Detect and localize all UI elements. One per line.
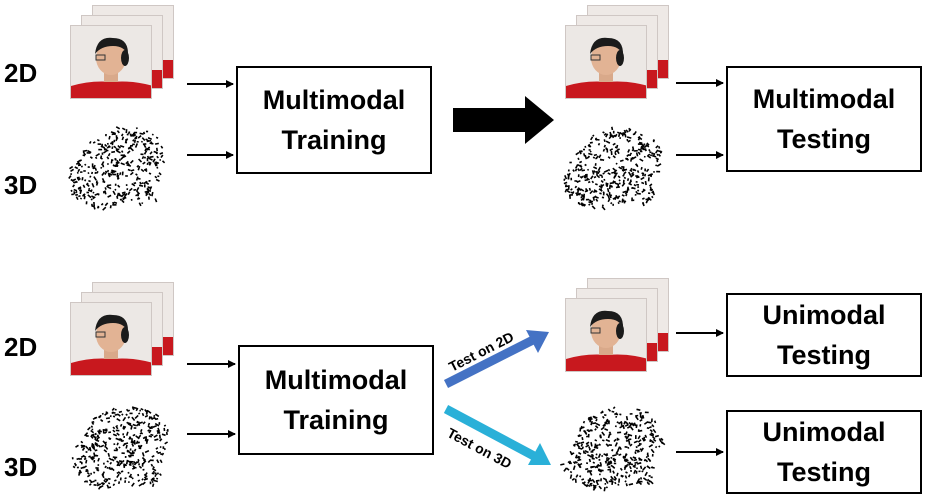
face-photo-icon — [70, 25, 152, 99]
face-photo-icon — [565, 298, 647, 372]
box-line2: Testing — [777, 124, 871, 154]
point-cloud-head-icon — [68, 126, 166, 211]
top-3d-label: 3D — [4, 170, 38, 200]
top-2d-label: 2D — [4, 58, 38, 88]
big-right-arrow-icon — [453, 96, 554, 144]
top-multimodal-training-box: Multimodal Training — [236, 66, 432, 174]
box-line1: Multimodal — [262, 85, 406, 115]
point-cloud-head-icon — [563, 126, 663, 211]
top-left-face-stack-icon — [70, 5, 178, 103]
point-cloud-head-icon — [560, 406, 666, 492]
box-line2: Testing — [777, 340, 871, 370]
box-line2: Testing — [777, 457, 871, 487]
face-photo-icon — [565, 25, 647, 99]
top-right-face-stack-icon — [565, 5, 673, 103]
face-photo-icon — [70, 302, 152, 376]
unimodal-testing-3d-box: Unimodal Testing — [726, 410, 922, 494]
box-line2: Training — [281, 125, 387, 155]
bottom-2d-label: 2D — [4, 332, 38, 362]
test-on-2d-arrow-icon — [443, 330, 549, 389]
box-line1: Unimodal — [762, 417, 886, 447]
box-line2: Training — [283, 405, 389, 435]
bottom-left-face-stack-icon — [70, 282, 178, 380]
bottom-right-face-stack-icon — [565, 278, 673, 376]
box-line1: Multimodal — [752, 84, 896, 114]
bottom-3d-label: 3D — [4, 452, 38, 482]
box-line1: Multimodal — [264, 365, 408, 395]
point-cloud-head-icon — [71, 406, 169, 490]
top-multimodal-testing-box: Multimodal Testing — [726, 66, 922, 172]
bottom-multimodal-training-box: Multimodal Training — [238, 345, 434, 455]
test-on-3d-arrow-icon — [443, 405, 551, 465]
box-line1: Unimodal — [762, 300, 886, 330]
unimodal-testing-2d-box: Unimodal Testing — [726, 293, 922, 377]
